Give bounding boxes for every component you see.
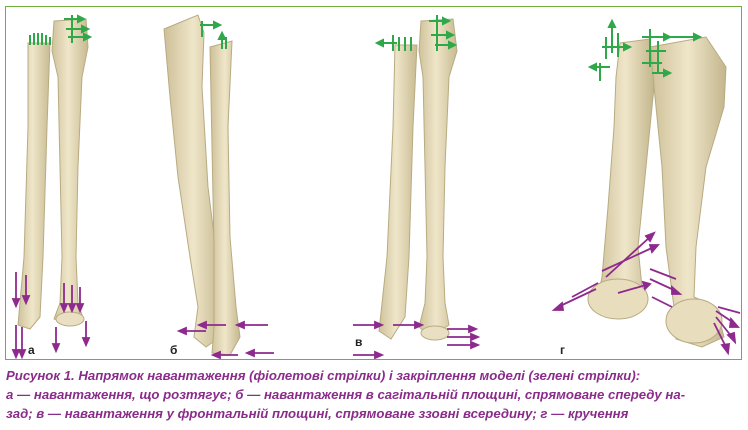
load-arrows-b: [176, 320, 274, 359]
fibula-shape: [17, 42, 51, 330]
caption-line-2: а — навантаження, що розтягує; б — наван…: [6, 387, 686, 402]
tibia-shape: [418, 18, 458, 338]
tibia-shape: [51, 18, 89, 324]
fixation-arrows-d: [587, 18, 703, 81]
load-arrows-c: [353, 320, 481, 359]
panel-b: б: [156, 7, 296, 359]
figure-caption: Рисунок 1. Напрямок навантаження (фіолет…: [6, 366, 742, 423]
figure-frame: а: [5, 6, 742, 360]
fibula-shape: [378, 44, 418, 340]
panel-label-d: г: [560, 343, 565, 357]
panel-c: в: [341, 7, 481, 359]
caption-line-1: Рисунок 1. Напрямок навантаження (фіолет…: [6, 368, 641, 383]
caption-line-3: зад; в — навантаження у фронтальній площ…: [6, 406, 629, 421]
panel-d-bones: [551, 18, 741, 356]
load-arrows-d: [551, 231, 741, 356]
panel-label-c: в: [355, 335, 363, 349]
panel-a: а: [6, 7, 171, 359]
panel-d: г: [546, 7, 742, 359]
fixation-arrows-c: [374, 15, 458, 51]
panel-c-bones: [353, 15, 481, 359]
panel-label-a: а: [28, 343, 35, 357]
fixation-arrows-b: [200, 20, 227, 49]
panel-a-bones: [11, 14, 93, 359]
panel-b-bones: [163, 14, 274, 359]
fibula-shape: [595, 38, 655, 318]
load-arrows-a: [11, 272, 91, 359]
fibula-shape: [209, 40, 241, 356]
fixation-arrows-a: [29, 14, 93, 45]
panel-label-b: б: [170, 343, 178, 357]
